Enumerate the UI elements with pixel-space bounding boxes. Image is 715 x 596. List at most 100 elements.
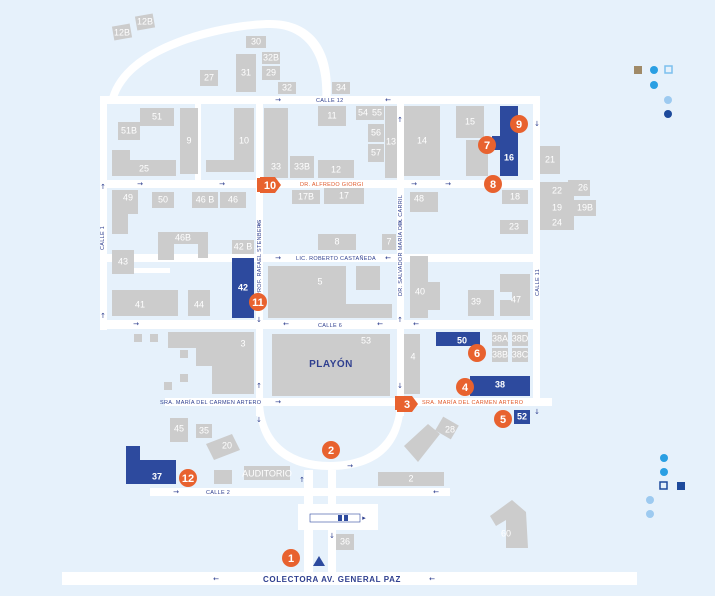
- building-label-auditorio: AUDITORIO: [242, 468, 292, 478]
- arrow-icon: ←: [429, 575, 435, 583]
- building-label-b35: 35: [199, 425, 209, 435]
- building-label-b47: 47: [511, 294, 521, 304]
- arrow-icon: ↓: [329, 532, 335, 540]
- building-label-b31: 31: [241, 67, 251, 77]
- building-50-shape: [436, 332, 480, 346]
- building-label-b52: 52: [517, 411, 527, 421]
- building-13-shape: [385, 106, 397, 178]
- building-18-shape: [502, 190, 528, 204]
- building-51b-shape: [118, 122, 140, 140]
- building-37-shape: [126, 446, 176, 484]
- location-marker-2[interactable]: 2: [322, 441, 340, 459]
- building-label-b7: 7: [386, 236, 391, 246]
- building-label-b9: 9: [186, 135, 191, 145]
- building-4-shape: [404, 334, 420, 394]
- building-52-shape: [514, 410, 530, 424]
- location-marker-5[interactable]: 5: [494, 410, 512, 428]
- location-marker-3[interactable]: 3: [397, 396, 418, 412]
- location-marker-1[interactable]: 1: [282, 549, 300, 567]
- building-label-b12: 12: [331, 164, 341, 174]
- location-marker-12[interactable]: 12: [179, 469, 197, 487]
- arrow-icon: ↓: [397, 382, 403, 390]
- location-marker-10[interactable]: 10: [260, 177, 281, 193]
- building-label-b24: 24: [552, 217, 562, 227]
- arrow-icon: →: [275, 96, 281, 104]
- arrow-icon: ↑: [397, 316, 403, 324]
- building-label-b17b: 17B: [298, 191, 314, 201]
- building-label-b44: 44: [194, 299, 204, 309]
- building-33-shape: [264, 108, 288, 178]
- playon-label: PLAYÓN: [309, 357, 353, 370]
- building-41-shape: [112, 290, 178, 316]
- square-outline-icon: [659, 481, 668, 490]
- building-46-shape: [220, 192, 246, 208]
- marker-badge-icon: [478, 136, 496, 154]
- arrow-icon: →: [445, 180, 451, 188]
- location-marker-8[interactable]: 8: [484, 175, 502, 193]
- building-43-shape: [112, 250, 134, 274]
- building-label-b3: 3: [240, 338, 245, 348]
- building-26-shape: [568, 180, 590, 196]
- building-50b-shape: [152, 192, 174, 208]
- building-label-b30: 30: [251, 36, 261, 46]
- building-19b-shape: [574, 200, 596, 216]
- street-artero-right: SRA. MARÍA DEL CARMEN ARTERO: [422, 399, 524, 406]
- arrow-icon: ↓: [534, 408, 540, 416]
- square-outline-icon: [664, 65, 673, 74]
- marker-badge-icon: [179, 469, 197, 487]
- building-label-b38: 38: [495, 379, 505, 389]
- building-label-b38b: 38B: [492, 349, 508, 359]
- building-15-shape: [456, 106, 484, 138]
- building-9-shape: [180, 108, 198, 174]
- dot-icon: [650, 81, 658, 89]
- building-label-b4: 4: [410, 351, 415, 361]
- arrow-icon: ↓: [256, 416, 262, 424]
- building-5-shape: [268, 266, 392, 318]
- building-47-shape: [500, 274, 530, 316]
- location-marker-11[interactable]: 11: [249, 293, 267, 311]
- svg-text:▸: ▸: [362, 514, 366, 522]
- arrow-icon: ↑: [100, 183, 106, 191]
- building-label-b19b: 19B: [577, 202, 593, 212]
- marker-number: 2: [328, 445, 334, 457]
- building-label-b32b: 32B: [263, 52, 279, 62]
- building-label-b54: 54: [358, 107, 368, 117]
- arrow-icon: →: [219, 180, 225, 188]
- street-carrera: DR. SALVADOR MARÍA DEL CARRIL: [397, 195, 404, 296]
- building-label-b23: 23: [509, 221, 519, 231]
- building-31-shape: [236, 54, 256, 92]
- building-label-b28: 28: [445, 424, 455, 434]
- building-30-shape: [246, 36, 266, 48]
- building-56-shape: [368, 124, 384, 142]
- street-giorgi: DR. ALFREDO GIORGI: [300, 182, 364, 188]
- building-label-b19: 19: [552, 202, 562, 212]
- building-17-shape: [324, 188, 364, 204]
- building-label-b43: 43: [118, 256, 128, 266]
- street-calle-12: CALLE 12: [316, 98, 343, 104]
- building-label-b22: 22: [552, 185, 562, 195]
- building-3e-shape: [180, 350, 188, 358]
- location-marker-7[interactable]: 7: [478, 136, 496, 154]
- arrow-icon: →: [275, 254, 281, 262]
- building-label-b46bb: 46B: [175, 232, 191, 242]
- building-label-b42: 42: [238, 282, 248, 292]
- arrow-icon: →: [173, 488, 179, 496]
- arrow-icon: ←: [385, 254, 391, 262]
- square-dot-icon: [677, 482, 685, 490]
- location-marker-9[interactable]: 9: [510, 115, 528, 133]
- building-label-b12b: 12B: [114, 27, 130, 37]
- location-marker-4[interactable]: 4: [456, 378, 474, 396]
- direction-arrows: → → → → → ← → ← → ← ← ← → → → ← ← ← ↑ ↑ …: [100, 96, 540, 583]
- arrow-icon: ↑: [256, 382, 262, 390]
- buildings-layer: [111, 13, 596, 550]
- building-38-shape: [470, 376, 530, 396]
- dot-icon: [664, 96, 672, 104]
- building-label-b27: 27: [204, 72, 214, 82]
- building-37b-shape: [214, 470, 232, 484]
- street-calle-11: CALLE 11: [535, 269, 541, 296]
- building-label-b10: 10: [239, 135, 249, 145]
- location-marker-6[interactable]: 6: [468, 344, 486, 362]
- street-castaneda: LIC. ROBERTO CASTAÑEDA: [296, 255, 376, 262]
- arrow-icon: ↓: [256, 316, 262, 324]
